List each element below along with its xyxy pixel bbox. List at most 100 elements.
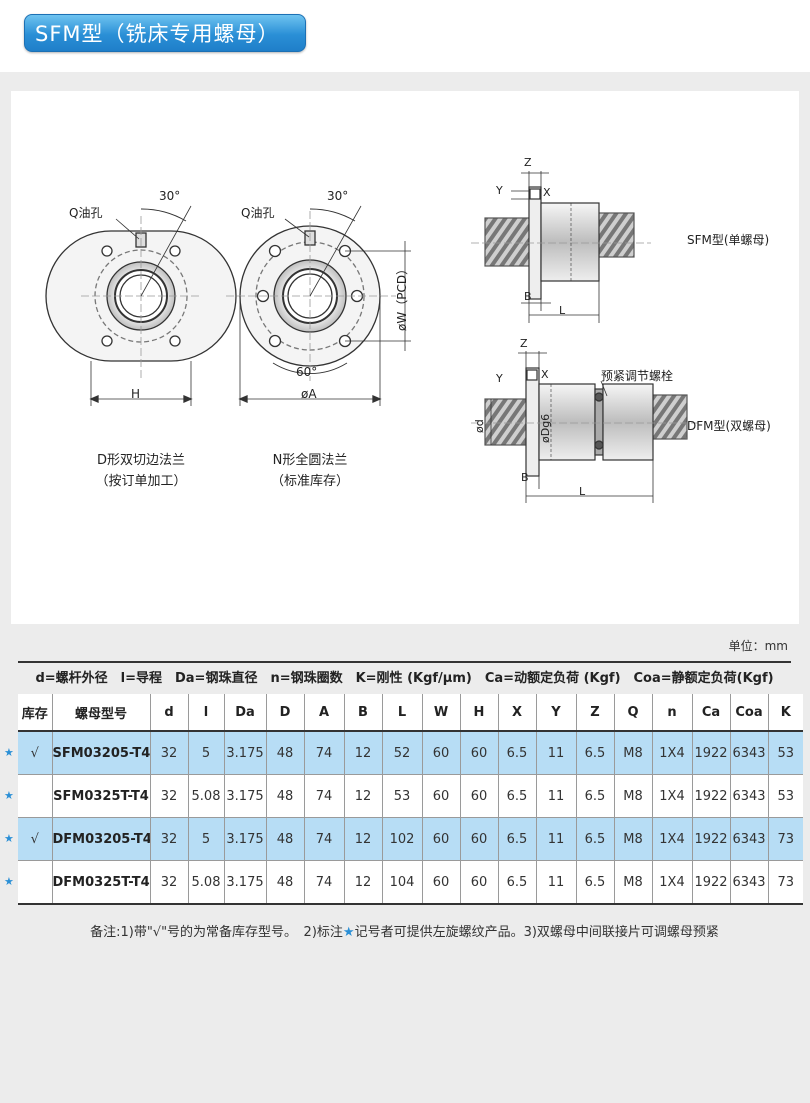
table-cell: 1X4 [652,860,693,905]
table-cell: 1X4 [652,817,693,861]
n-flange-view [226,205,411,406]
column-header-15: n [652,694,693,732]
column-header-17: Coa [730,694,769,732]
column-header-8: L [382,694,423,732]
table-cell: 60 [460,817,499,861]
table-cell: 73 [768,817,803,861]
table-cell: 60 [460,731,499,775]
table-cell: 60 [460,860,499,905]
dim-d-label: ød [473,419,486,433]
star-icon: ★ [342,925,355,940]
column-header-13: Z [576,694,615,732]
table-cell: 32 [150,731,189,775]
table-cell: 74 [304,731,345,775]
table-cell: 53 [768,731,803,775]
angle-30-right-label: 30° [327,189,349,203]
table-cell: 5 [188,731,225,775]
dfm-side-view [471,351,701,503]
d-flange-view [45,205,237,406]
table-cell: 3.175 [224,731,267,775]
column-header-3: l [188,694,225,732]
table-cell: 1922 [692,774,731,818]
table-cell: 11 [536,774,577,818]
dim-a-label: øA [301,387,317,401]
table-cell: M8 [614,731,653,775]
table-cell: 1922 [692,860,731,905]
dim-y-top-label: Y [496,184,503,197]
dfm-type-label: DFM型(双螺母) [687,419,771,433]
footnote-part2: 记号者可提供左旋螺纹产品。3)双螺母中间联接片可调螺母预紧 [354,925,719,940]
dim-dg6-label: øDg6 [539,413,552,443]
table-cell: 6343 [730,731,769,775]
table-cell: 53 [768,774,803,818]
dim-l-top-label: L [559,304,566,317]
table-cell: 48 [266,731,305,775]
column-header-9: W [422,694,461,732]
table-cell: 3.175 [224,817,267,861]
table-cell: 6.5 [576,860,615,905]
table-cell: 11 [536,860,577,905]
table-cell: 48 [266,817,305,861]
dim-b-bottom-label: B [521,471,529,484]
table-cell: 52 [382,731,423,775]
table-cell: 11 [536,817,577,861]
dim-x-bottom-label: X [541,368,549,381]
dim-z-top-label: Z [524,156,532,169]
column-header-2: d [150,694,189,732]
n-flange-caption-line1: N形全圆法兰 [272,453,348,468]
star-icon: ★ [4,832,14,845]
sfm-side-view [471,171,651,323]
d-flange-caption-line2: （按订单加工） [95,474,187,489]
column-header-4: Da [224,694,267,732]
dim-l-bottom-label: L [579,485,586,498]
stock-cell [18,774,53,818]
table-cell: 102 [382,817,423,861]
table-cell: 60 [422,774,461,818]
table-cell: 73 [768,860,803,905]
table-cell: 48 [266,860,305,905]
table-cell: 1922 [692,731,731,775]
angle-60-label: 60° [296,365,318,379]
table-cell: 32 [150,817,189,861]
oil-hole-label-right: Q油孔 [241,206,275,220]
table-cell: 11 [536,731,577,775]
dim-x-top-label: X [543,186,551,199]
table-cell: 6.5 [498,860,537,905]
model-cell: DFM0325T-T4 [52,860,151,905]
dim-h-label: H [131,387,141,401]
star-icon: ★ [4,875,14,889]
model-cell: SFM0325T-T4 [52,774,151,818]
dim-w-pcd-label: øW（PCD） [395,262,409,331]
page-title: SFM型（铣床专用螺母） [24,14,306,52]
table-cell: M8 [614,817,653,861]
table-cell: 6343 [730,817,769,861]
column-header-1: 螺母型号 [52,694,151,732]
footnote: 备注:1)带"√"号的为常备库存型号。 2)标注★记号者可提供左旋螺纹产品。3)… [18,921,791,940]
column-header-11: X [498,694,537,732]
table-cell: 12 [344,774,383,818]
table-cell: 48 [266,774,305,818]
table-cell: 5.08 [188,774,225,818]
column-header-5: D [266,694,305,732]
model-cell: DFM03205-T4 [52,817,151,861]
oil-hole-label-left: Q油孔 [69,206,103,220]
angle-30-left-label: 30° [159,189,181,203]
table-cell: 6.5 [576,774,615,818]
table-cell: 60 [422,860,461,905]
column-header-6: A [304,694,345,732]
table-cell: 6.5 [576,731,615,775]
table-cell: 32 [150,774,189,818]
star-icon: ★ [4,789,14,802]
stock-cell: √ [18,817,53,861]
column-header-12: Y [536,694,577,732]
column-header-7: B [344,694,383,732]
star-icon: ★ [4,745,14,759]
table-cell: 74 [304,774,345,818]
table-cell: 6.5 [498,731,537,775]
table-cell: 12 [344,731,383,775]
table-cell: 74 [304,860,345,905]
column-header-10: H [460,694,499,732]
